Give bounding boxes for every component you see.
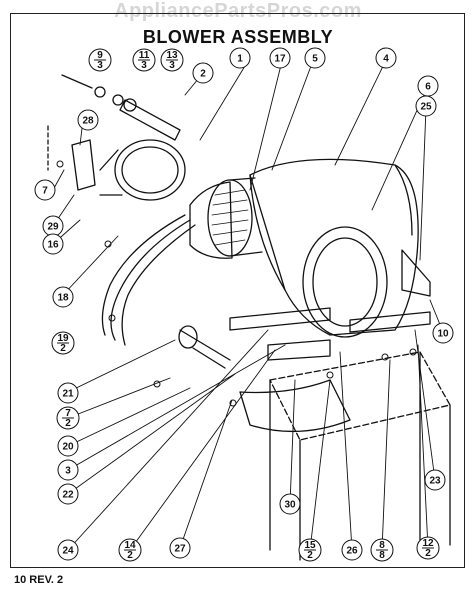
deflector — [239, 379, 351, 433]
callout-circle — [341, 539, 363, 561]
fraction-numerator: 15 — [304, 540, 316, 551]
fraction-denominator: 2 — [425, 548, 431, 559]
callout-label: 16 — [47, 240, 59, 251]
callout-label: 2 — [200, 69, 206, 80]
fraction-numerator: 12 — [422, 538, 434, 549]
callout-circle — [424, 469, 446, 491]
callout-circle — [57, 459, 79, 481]
support-rail — [349, 311, 431, 333]
wire-harness — [101, 214, 196, 346]
callout-circle — [375, 47, 397, 69]
capacitor-bracket — [71, 139, 96, 191]
fraction-denominator: 2 — [307, 550, 313, 561]
tube — [178, 325, 198, 349]
callout-label: 10 — [437, 329, 449, 340]
callout-label: 21 — [62, 389, 74, 400]
callout-circle — [304, 47, 326, 69]
callout-label: 27 — [174, 544, 186, 555]
callout-label: 20 — [62, 442, 74, 453]
callout-label: 29 — [47, 222, 59, 233]
callout-circle — [192, 62, 214, 84]
watermark: AppliancePartsPros.com — [114, 0, 362, 22]
washer — [112, 94, 124, 106]
callout-circle — [415, 95, 437, 117]
base-plate — [269, 351, 451, 441]
callout-label: 26 — [346, 546, 358, 557]
diagram-title: BLOWER ASSEMBLY — [142, 27, 334, 47]
callout-circle — [432, 322, 454, 344]
callout-label: 5 — [312, 54, 318, 65]
callout-label: 4 — [383, 54, 389, 65]
callout-circle — [57, 382, 79, 404]
callout-label: 25 — [420, 102, 432, 113]
callout-label: 6 — [425, 82, 431, 93]
blower-housing — [249, 158, 419, 336]
fraction-numerator: 19 — [57, 333, 69, 344]
callout-circle — [269, 47, 291, 69]
fraction-denominator: 3 — [141, 60, 147, 71]
callout-circle — [57, 483, 79, 505]
motor — [189, 181, 233, 259]
housing-outlet-ring — [302, 226, 388, 338]
diagram-frame — [10, 13, 465, 568]
callout-circle — [42, 233, 64, 255]
fraction-denominator: 3 — [97, 60, 103, 71]
fraction-numerator: 9 — [97, 50, 103, 61]
fraction-denominator: 2 — [65, 418, 71, 429]
mounting-bracket — [119, 99, 181, 141]
callout-label: 28 — [82, 116, 94, 127]
callout-circle — [52, 286, 74, 308]
callout-circle — [57, 539, 79, 561]
motor-mount-ring — [114, 139, 186, 201]
fraction-numerator: 13 — [166, 50, 178, 61]
callout-label: 17 — [274, 54, 286, 65]
callout-label: 18 — [57, 293, 69, 304]
callout-label: 23 — [429, 476, 441, 487]
fraction-numerator: 8 — [379, 540, 385, 551]
callout-label: 7 — [42, 186, 48, 197]
callout-circle — [279, 493, 301, 515]
callout-label: 30 — [284, 500, 296, 511]
callout-circle — [229, 47, 251, 69]
revision-label: 10 REV. 2 — [14, 574, 64, 586]
fraction-numerator: 7 — [65, 408, 71, 419]
fraction-denominator: 2 — [60, 343, 66, 354]
fraction-denominator: 3 — [169, 60, 175, 71]
washer — [94, 86, 106, 98]
support-rail — [229, 307, 331, 331]
housing-outlet-inner — [312, 237, 378, 327]
fraction-numerator: 14 — [124, 540, 136, 551]
callout-circle — [169, 537, 191, 559]
callout-label: 3 — [65, 466, 71, 477]
fraction-numerator: 11 — [139, 50, 150, 61]
fraction-denominator: 8 — [379, 550, 385, 561]
callout-label: 1 — [237, 54, 243, 65]
callout-circle — [34, 179, 56, 201]
callout-circle — [77, 109, 99, 131]
fraction-denominator: 2 — [127, 550, 133, 561]
callout-label: 22 — [62, 490, 74, 501]
callout-label: 24 — [62, 546, 74, 557]
callout-circle — [57, 435, 79, 457]
